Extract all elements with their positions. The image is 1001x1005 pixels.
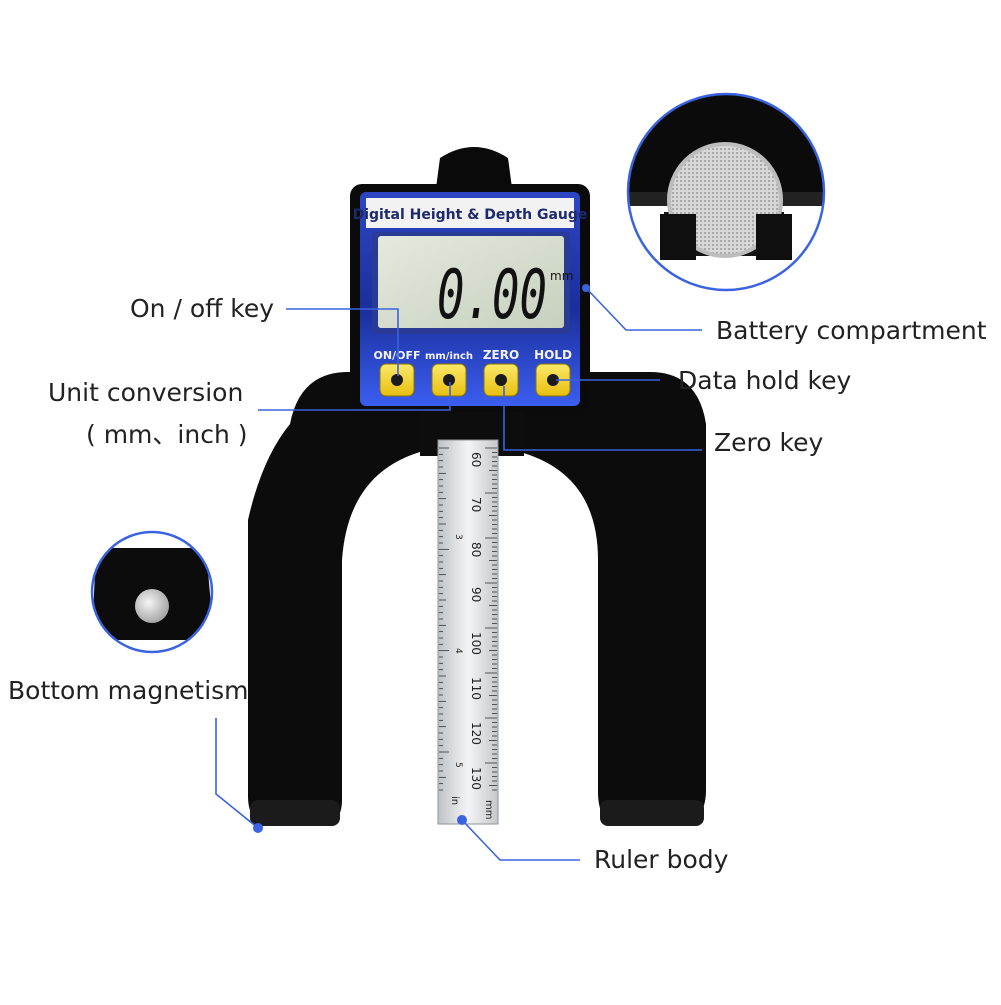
ruler-ticks [439,447,497,791]
lcd-reading: 0.00 [437,256,547,335]
on-off-button-dot [391,374,403,386]
ruler-mm-labels: 60 70 80 90 100 110 120 130 [469,452,483,790]
ruler-mm-number: 70 [469,497,483,512]
leader-lines [215,287,702,861]
ruler-mm-number: 80 [469,542,483,557]
ruler-inch-number: 3 [453,534,463,540]
unit-label: mm/inch [425,351,473,362]
lcd-screen [378,236,564,328]
leader-on-off [286,308,399,376]
ruler-mm-number: 90 [469,587,483,602]
coin-battery [669,144,781,256]
data-hold-callout: Data hold key [678,366,852,395]
ruler-inch-labels: 3 4 5 [453,534,463,768]
u-base [248,372,706,826]
lcd-unit: mm [550,269,573,283]
ruler-mm-number: 120 [469,722,483,745]
leader-zero [503,386,702,451]
zero-label: ZERO [483,348,519,362]
hold-button-dot [547,374,559,386]
leader-magnet [215,718,259,829]
zero-key-callout: Zero key [714,428,824,457]
battery-callout: Battery compartment [716,316,987,345]
right-foot [600,800,704,826]
device-title: Digital Height & Depth Gauge [353,207,588,223]
magnet-callout: Bottom magnetism [8,676,249,705]
gauge-body: 60 70 80 90 100 110 120 130 3 4 5 [248,147,706,826]
ruler-mm-number: 100 [469,632,483,655]
ruler-in-unit: in [449,796,460,805]
leader-battery [585,287,702,331]
ruler-inch-number: 4 [453,648,463,654]
ruler-body-callout: Ruler body [594,845,729,874]
leader-dots [253,284,590,833]
left-foot [250,800,340,826]
ruler-mm-number: 60 [469,452,483,467]
title-plate [366,198,574,228]
ruler-inch-number: 5 [453,762,463,768]
ruler-mm-number: 130 [469,767,483,790]
leader-ruler [461,819,580,861]
ruler-blade [437,439,499,825]
top-knob [436,147,512,188]
on-off-label: ON/OFF [374,349,421,362]
magnet-disc [135,589,169,623]
on-off-callout: On / off key [130,294,275,323]
ruler-mm-unit: mm [483,800,494,819]
battery-zoom-inset [626,92,826,292]
unit-conversion-subtitle: ( mm、inch ) [86,420,248,449]
unit-button-dot [443,374,455,386]
unit-conversion-callout: Unit conversion [48,378,244,407]
hold-label: HOLD [534,348,572,362]
ruler-mm-number: 110 [469,677,483,700]
zero-button-dot [495,374,507,386]
leader-unit [258,382,451,411]
magnet-zoom-inset [90,530,214,654]
